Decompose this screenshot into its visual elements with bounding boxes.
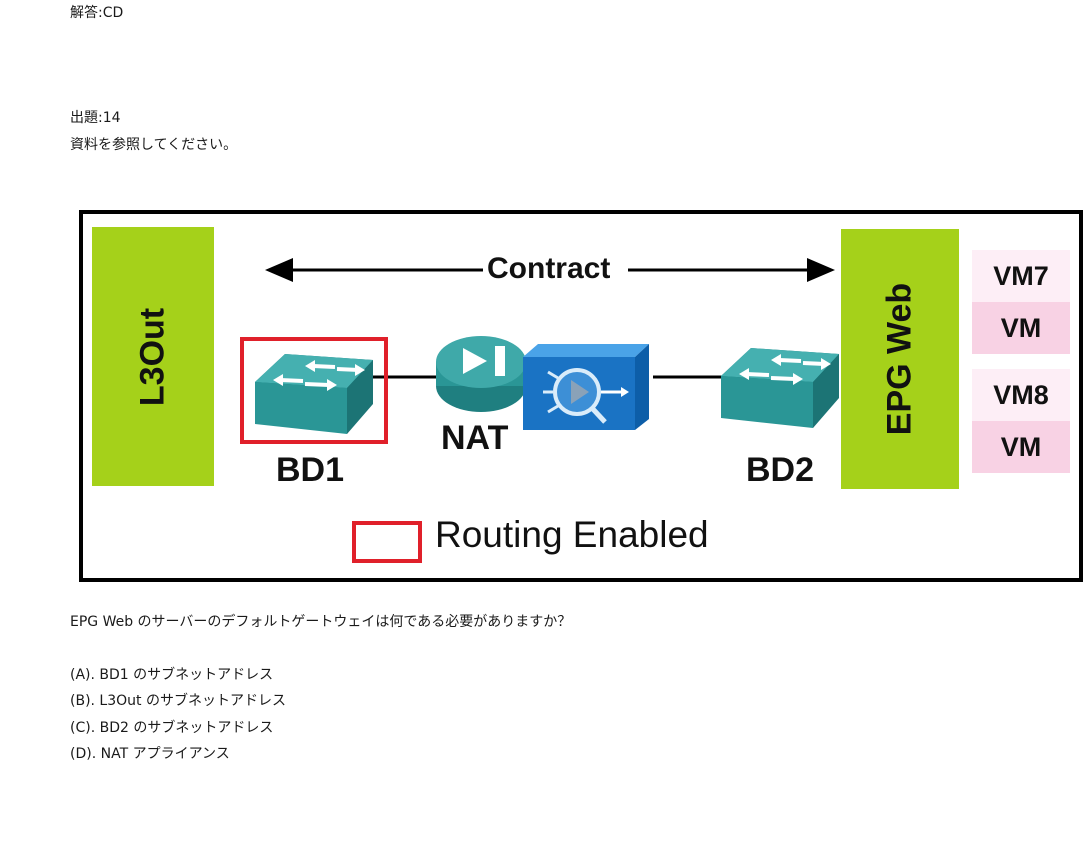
bd1-switch-icon (255, 354, 373, 434)
vm7-type-box: VM (972, 302, 1070, 354)
bd2-switch-icon (721, 348, 839, 428)
legend-swatch (352, 521, 422, 563)
vm8-label-box: VM8 (972, 369, 1070, 421)
epg-web-label: EPG Web (880, 282, 919, 436)
nat-router-icon (436, 336, 526, 412)
question-number: 出題:14 (70, 110, 121, 126)
service-appliance-icon (523, 344, 649, 430)
vm8-type-box: VM (972, 421, 1070, 473)
bd2-label: BD2 (746, 451, 815, 489)
bd1-label: BD1 (276, 451, 345, 489)
l3out-label: L3Out (133, 307, 172, 406)
option-d: (D). NAT アプライアンス (70, 746, 230, 762)
legend-label: Routing Enabled (435, 514, 709, 555)
question-text: EPG Web のサーバーのデフォルトゲートウェイは何である必要がありますか？ (70, 614, 572, 630)
option-a: (A). BD1 のサブネットアドレス (70, 667, 274, 683)
epg-web-block: EPG Web (841, 229, 959, 489)
vm7-label-box: VM7 (972, 250, 1070, 302)
bd1-routing-highlight (240, 337, 388, 444)
contract-arrow (265, 258, 835, 282)
contract-label: Contract (487, 252, 611, 285)
option-b: (B). L3Out のサブネットアドレス (70, 693, 286, 709)
nat-label: NAT (441, 419, 509, 457)
answer-text: 解答:CD (70, 5, 124, 21)
l3out-block: L3Out (92, 227, 214, 486)
reference-instruction: 資料を参照してください。 (70, 137, 238, 153)
network-diagram: L3Out EPG Web VM7 VM VM8 VM Contract BD1… (79, 210, 1083, 582)
diagram-graphics (255, 258, 839, 434)
option-c: (C). BD2 のサブネットアドレス (70, 720, 274, 736)
